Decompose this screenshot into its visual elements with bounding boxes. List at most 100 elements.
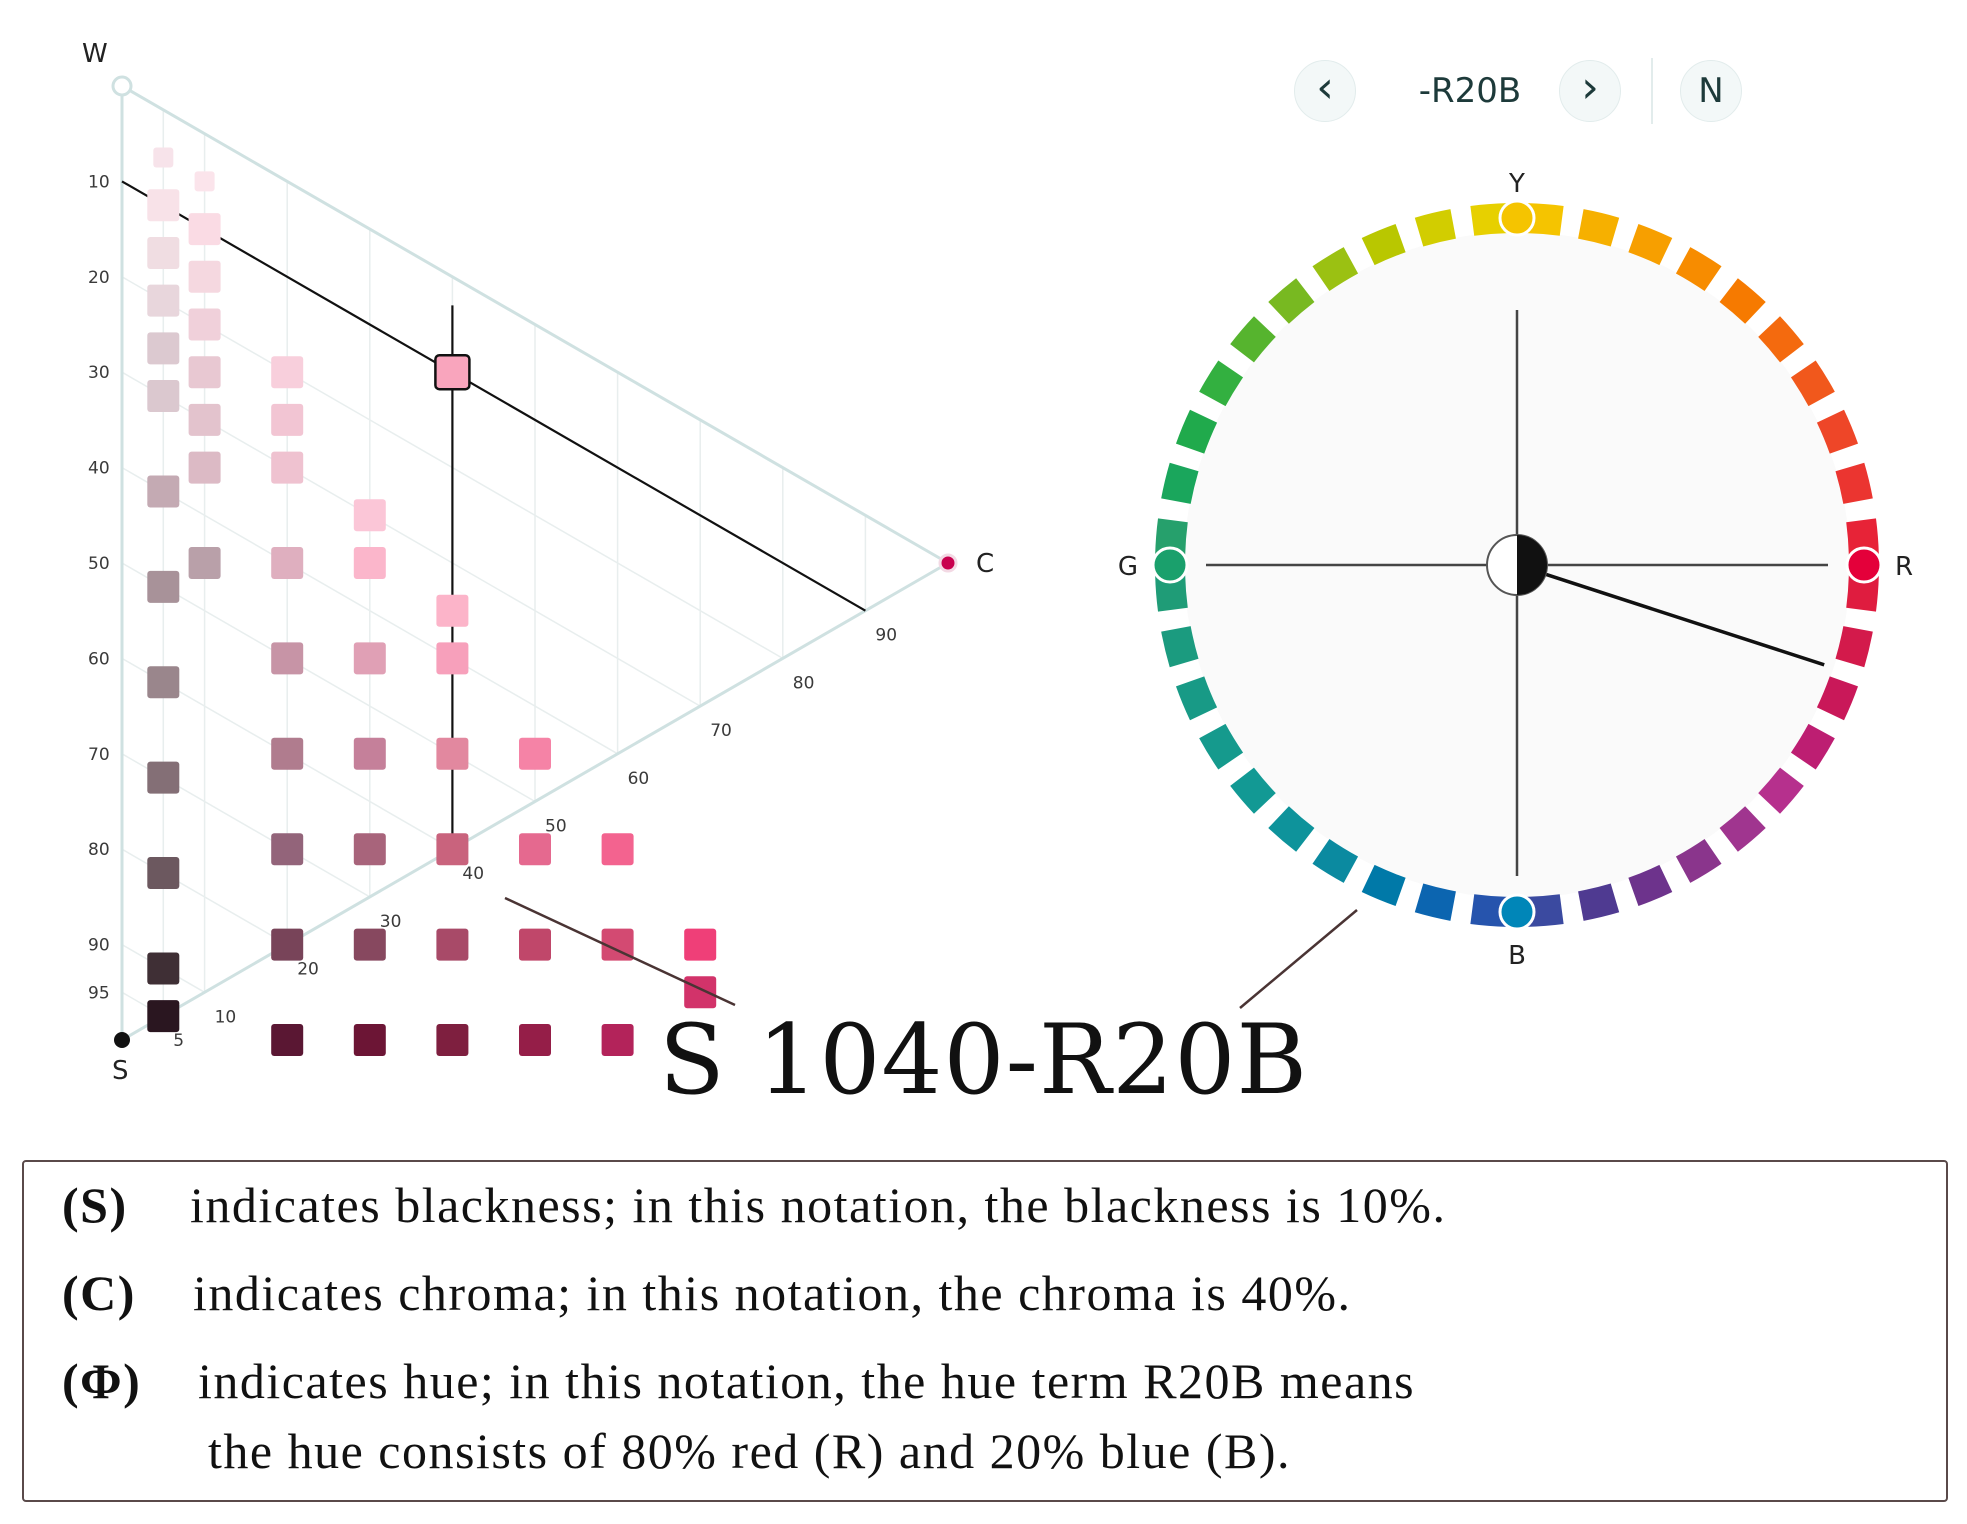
hue-dot-b[interactable] <box>1498 893 1536 931</box>
color-swatch[interactable] <box>188 547 221 579</box>
color-swatch[interactable] <box>147 189 180 222</box>
hue-dot-r[interactable] <box>1845 546 1883 584</box>
hue-segment[interactable] <box>1470 203 1508 236</box>
hue-segment[interactable] <box>1361 864 1406 907</box>
hue-segment[interactable] <box>1790 723 1835 770</box>
color-swatch[interactable] <box>271 356 304 389</box>
color-swatch[interactable] <box>436 737 469 770</box>
color-swatch[interactable] <box>147 1000 180 1033</box>
hue-segment[interactable] <box>1835 462 1873 504</box>
hue-segment[interactable] <box>1628 864 1673 907</box>
hue-dot-y[interactable] <box>1498 199 1536 237</box>
color-swatch[interactable] <box>147 666 180 699</box>
selected-swatch[interactable] <box>434 353 471 391</box>
hue-segment[interactable] <box>1361 223 1406 266</box>
color-swatch[interactable] <box>436 1024 469 1056</box>
hue-segment[interactable] <box>1175 409 1218 454</box>
color-swatch[interactable] <box>147 332 180 365</box>
color-swatch[interactable] <box>436 642 469 675</box>
color-swatch[interactable] <box>188 213 221 246</box>
color-swatch[interactable] <box>147 380 180 413</box>
color-swatch[interactable] <box>353 928 386 961</box>
color-swatch[interactable] <box>601 1024 634 1056</box>
color-swatch[interactable] <box>353 499 386 532</box>
hue-segment[interactable] <box>1816 676 1859 721</box>
color-swatch[interactable] <box>684 928 717 961</box>
color-swatch[interactable] <box>188 308 221 341</box>
hue-segment[interactable] <box>1526 203 1564 236</box>
color-swatch[interactable] <box>601 928 634 961</box>
color-swatch[interactable] <box>519 737 551 770</box>
hue-segment[interactable] <box>1414 209 1456 247</box>
color-swatch[interactable] <box>147 475 180 508</box>
color-swatch[interactable] <box>519 928 551 961</box>
neutral-button[interactable]: N <box>1680 60 1742 122</box>
hue-segment[interactable] <box>1675 247 1722 292</box>
color-swatch[interactable] <box>188 403 221 436</box>
color-swatch[interactable] <box>353 1024 386 1056</box>
color-swatch[interactable] <box>147 284 180 317</box>
hue-segment[interactable] <box>1312 247 1359 292</box>
hue-segment[interactable] <box>1268 278 1315 324</box>
hue-segment[interactable] <box>1175 676 1218 721</box>
color-swatch[interactable] <box>271 928 304 961</box>
hue-segment[interactable] <box>1758 767 1804 814</box>
hue-segment[interactable] <box>1816 409 1859 454</box>
hue-segment[interactable] <box>1268 806 1315 852</box>
hue-dot-g[interactable] <box>1151 546 1189 584</box>
color-swatch[interactable] <box>188 356 221 389</box>
color-swatch[interactable] <box>271 642 304 675</box>
color-swatch[interactable] <box>353 833 386 866</box>
hue-segment[interactable] <box>1846 574 1879 612</box>
hue-segment[interactable] <box>1719 806 1766 852</box>
hue-segment[interactable] <box>1835 626 1873 668</box>
hue-segment[interactable] <box>1719 278 1766 324</box>
color-swatch[interactable] <box>353 642 386 675</box>
next-hue-button[interactable]: › <box>1559 60 1621 122</box>
color-swatch[interactable] <box>436 928 469 961</box>
hue-segment[interactable] <box>1312 838 1359 883</box>
hue-segment[interactable] <box>1578 209 1620 247</box>
hue-segment[interactable] <box>1155 518 1188 556</box>
hue-segment[interactable] <box>1199 360 1244 407</box>
color-swatch[interactable] <box>271 403 304 436</box>
color-swatch[interactable] <box>147 761 180 794</box>
color-swatch[interactable] <box>147 857 180 890</box>
color-swatch[interactable] <box>194 171 215 192</box>
color-swatch[interactable] <box>188 451 221 484</box>
color-swatch[interactable] <box>519 1024 551 1056</box>
color-swatch[interactable] <box>153 147 174 168</box>
hue-segment[interactable] <box>1199 723 1244 770</box>
hue-segment[interactable] <box>1675 838 1722 883</box>
color-swatch[interactable] <box>271 451 304 484</box>
color-swatch[interactable] <box>271 737 304 770</box>
hue-segment[interactable] <box>1230 316 1276 363</box>
color-swatch[interactable] <box>147 570 180 603</box>
hue-segment[interactable] <box>1161 462 1199 504</box>
color-swatch[interactable] <box>601 833 634 866</box>
color-swatch[interactable] <box>271 1024 304 1056</box>
color-swatch[interactable] <box>271 833 304 866</box>
prev-hue-button[interactable]: ‹ <box>1294 60 1356 122</box>
nav-divider <box>1651 58 1653 124</box>
hue-segment[interactable] <box>1230 767 1276 814</box>
hue-segment[interactable] <box>1155 574 1188 612</box>
hue-segment[interactable] <box>1628 223 1673 266</box>
hue-segment[interactable] <box>1578 883 1620 921</box>
color-swatch[interactable] <box>436 594 469 627</box>
color-swatch[interactable] <box>436 833 469 866</box>
hue-segment[interactable] <box>1526 894 1564 927</box>
color-swatch[interactable] <box>147 952 180 985</box>
color-swatch[interactable] <box>147 236 180 269</box>
color-swatch[interactable] <box>271 547 304 579</box>
hue-segment[interactable] <box>1758 316 1804 363</box>
color-swatch[interactable] <box>188 260 221 293</box>
hue-segment[interactable] <box>1414 883 1456 921</box>
color-swatch[interactable] <box>519 833 551 866</box>
hue-segment[interactable] <box>1470 894 1508 927</box>
hue-segment[interactable] <box>1161 626 1199 668</box>
hue-segment[interactable] <box>1790 360 1835 407</box>
color-swatch[interactable] <box>353 737 386 770</box>
color-swatch[interactable] <box>353 547 386 579</box>
hue-segment[interactable] <box>1846 518 1879 556</box>
